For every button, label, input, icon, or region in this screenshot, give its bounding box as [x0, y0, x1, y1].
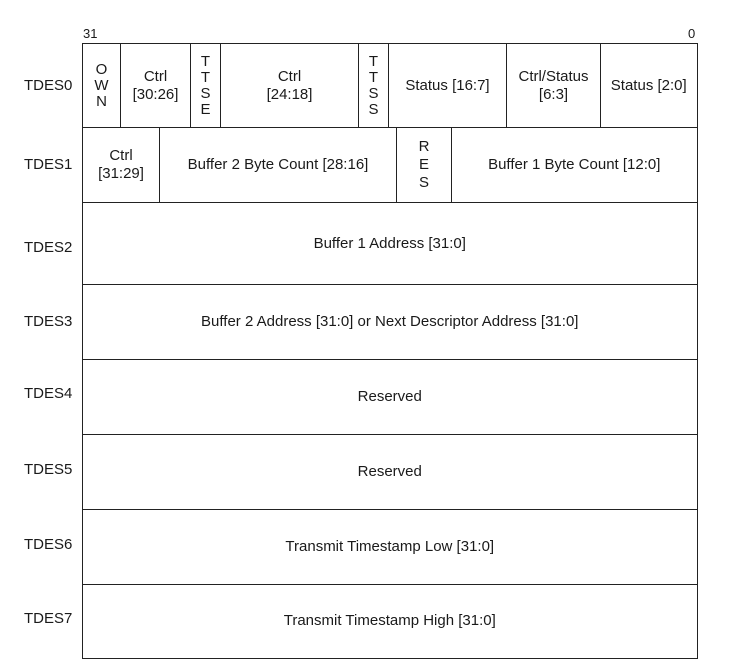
row-label-tdes0: TDES0 — [24, 77, 73, 94]
row-label-tdes1: TDES1 — [24, 156, 73, 173]
tdes1-res-field: R E S — [397, 128, 452, 203]
tdes4-reserved-field: Reserved — [83, 360, 698, 435]
bit-31-label: 31 — [83, 26, 98, 41]
res-char: R — [418, 138, 430, 155]
ttss-char: S — [368, 100, 379, 118]
ttss-char: T — [368, 68, 379, 86]
tdes0-status-16-7-field: Status [16:7] — [389, 44, 507, 128]
row-label-tdes6: TDES6 — [24, 536, 73, 553]
tdes0-ctrl-status-6-3-field: Ctrl/Status [6:3] — [507, 44, 601, 128]
field-label: Ctrl — [109, 147, 133, 164]
tdes2-buffer1-address-field: Buffer 1 Address [31:0] — [83, 203, 698, 285]
own-char: O — [95, 60, 108, 78]
tdes1-buffer2-byte-count-field: Buffer 2 Byte Count [28:16] — [160, 128, 397, 203]
ttss-char: S — [368, 84, 379, 102]
ttse-char: T — [200, 52, 211, 70]
bit-0-label: 0 — [688, 26, 696, 41]
tdes3-buffer2-address-field: Buffer 2 Address [31:0] or Next Descript… — [83, 285, 698, 360]
tdes0-own-field: O W N — [83, 44, 121, 128]
tdes6-timestamp-low-field: Transmit Timestamp Low [31:0] — [83, 510, 698, 585]
field-label: Ctrl — [143, 67, 168, 85]
field-label: Ctrl/Status — [518, 67, 589, 85]
ttse-char: S — [200, 84, 211, 102]
tdes0-ttse-field: T T S E — [191, 44, 221, 128]
tdes1-buffer1-byte-count-field: Buffer 1 Byte Count [12:0] — [452, 128, 698, 203]
row-label-tdes5: TDES5 — [24, 461, 73, 478]
res-char: E — [418, 156, 429, 173]
row-label-tdes3: TDES3 — [24, 313, 73, 330]
tdes7-timestamp-high-field: Transmit Timestamp High [31:0] — [83, 585, 698, 659]
tdes0-ttss-field: T T S S — [359, 44, 389, 128]
row-label-tdes7: TDES7 — [24, 610, 73, 627]
tdes1-ctrl-31-29-field: Ctrl [31:29] — [83, 128, 160, 203]
field-range: [24:18] — [266, 85, 313, 103]
own-char: W — [94, 76, 109, 94]
own-char: N — [96, 92, 107, 110]
field-range: [30:26] — [132, 85, 179, 103]
field-label: Ctrl — [277, 67, 302, 85]
tdes0-ctrl-30-26-field: Ctrl [30:26] — [121, 44, 191, 128]
ttse-char: T — [200, 68, 211, 86]
row-label-tdes4: TDES4 — [24, 385, 73, 402]
tdes0-status-2-0-field: Status [2:0] — [601, 44, 698, 128]
field-range: [6:3] — [538, 85, 569, 103]
field-range: [31:29] — [98, 165, 144, 182]
res-char: S — [418, 174, 429, 191]
tdes0-ctrl-24-18-field: Ctrl [24:18] — [221, 44, 359, 128]
tdes5-reserved-field: Reserved — [83, 435, 698, 510]
ttse-char: E — [200, 100, 211, 118]
descriptor-grid: O W N Ctrl [30:26] T T S E Ctrl [24:18] … — [82, 43, 698, 659]
row-label-tdes2: TDES2 — [24, 239, 73, 256]
ttss-char: T — [368, 52, 379, 70]
